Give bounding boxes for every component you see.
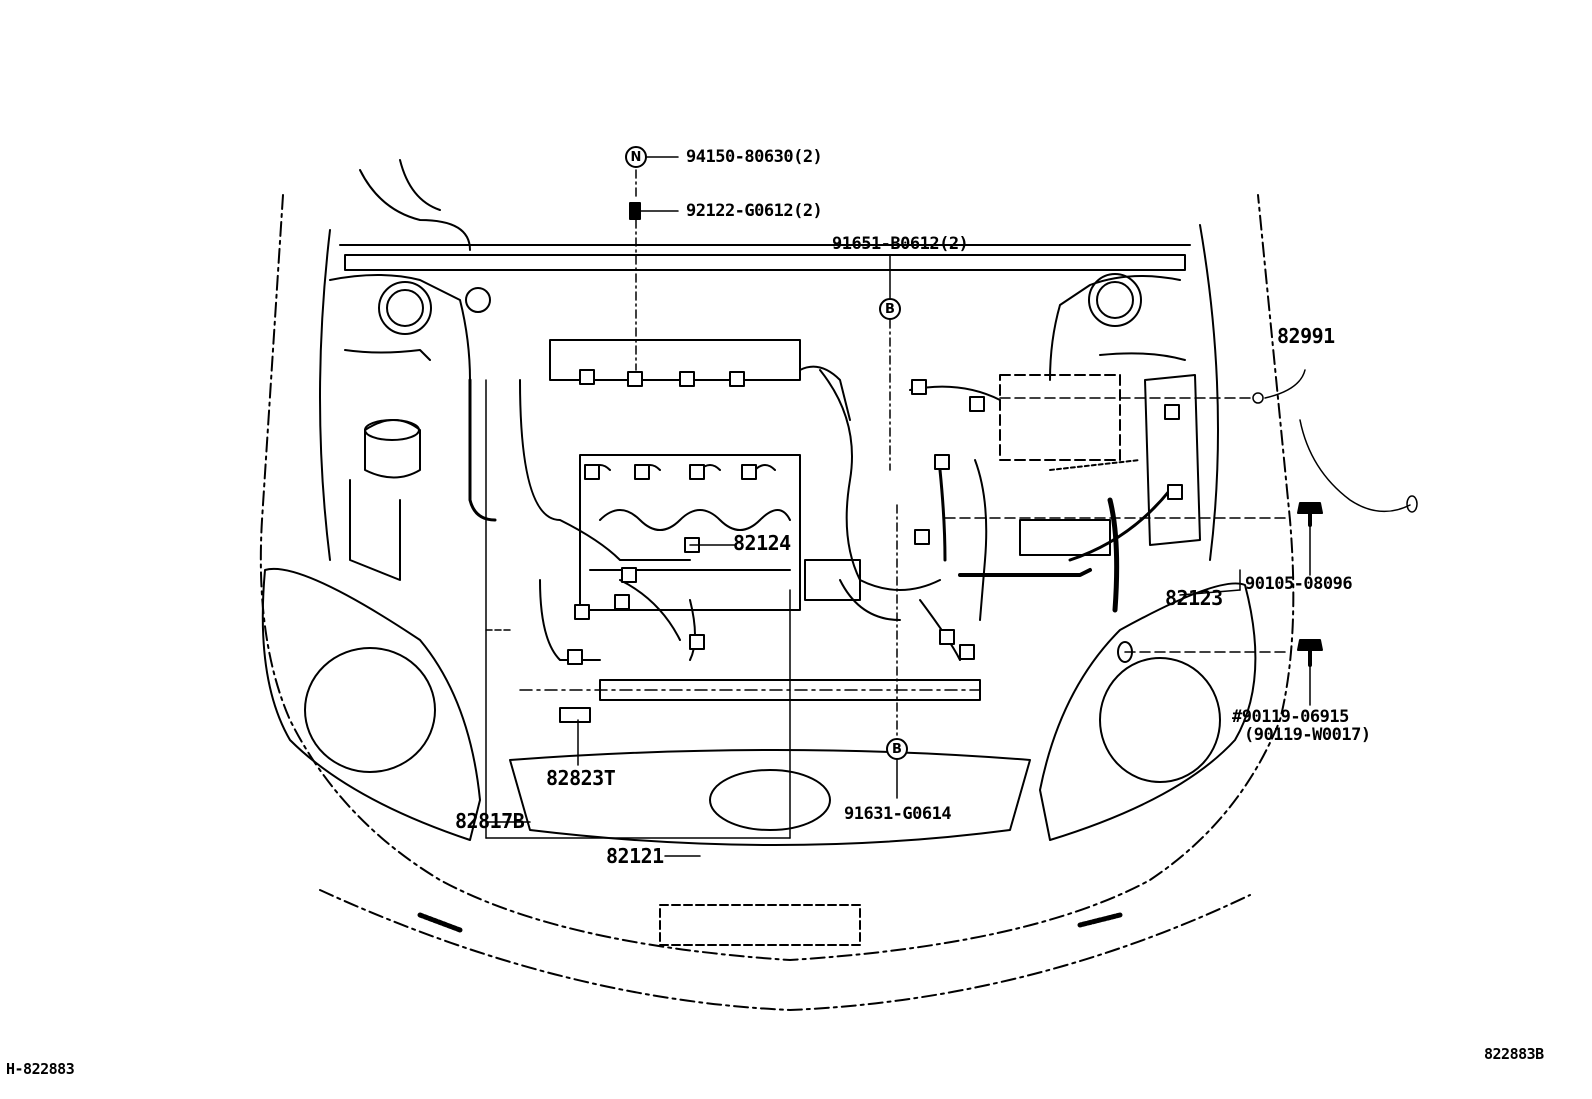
part-label-82823: 82823T xyxy=(546,766,616,790)
battery xyxy=(999,374,1201,556)
part-label-91651: 91651-B0612(2) xyxy=(832,234,969,254)
part-label-94150: 94150-80630(2) xyxy=(686,147,823,167)
figure-id: H-822883 xyxy=(6,1060,75,1078)
part-label-90105: 90105-08096 xyxy=(1245,574,1353,594)
clip-92122 xyxy=(629,202,641,220)
wiring-harness xyxy=(359,159,1172,661)
bolt-90119 xyxy=(1297,639,1323,667)
part-label-82123: 82123 xyxy=(1165,586,1223,610)
left-headlight xyxy=(261,567,481,841)
part-label-90119-alt: (90119-W0017) xyxy=(1244,725,1371,745)
connectors xyxy=(465,287,1183,723)
part-label-82991: 82991 xyxy=(1277,324,1335,348)
callout-b-marker-top: B xyxy=(879,298,901,320)
part-label-82121: 82121 xyxy=(606,844,664,868)
engine-bay-outline xyxy=(329,273,1186,381)
figure-code: 822883B xyxy=(1484,1045,1544,1063)
part-label-92122: 92122-G0612(2) xyxy=(686,201,823,221)
washer-reservoir xyxy=(349,419,421,581)
bolt-90105 xyxy=(1297,502,1323,527)
right-headlight xyxy=(1039,582,1257,841)
part-label-90119: #90119-06915 xyxy=(1232,707,1349,727)
part-label-82124: 82124 xyxy=(733,531,791,555)
ground-terminal xyxy=(1117,641,1133,663)
leader-lines xyxy=(485,156,1418,857)
car-body-outline xyxy=(259,194,1295,961)
callout-n-marker: N xyxy=(625,146,647,168)
front-grille xyxy=(319,749,1251,1011)
part-label-91631: 91631-G0614 xyxy=(844,804,952,824)
part-label-82817: 82817B xyxy=(455,809,525,833)
callout-b-marker-bottom: B xyxy=(886,738,908,760)
